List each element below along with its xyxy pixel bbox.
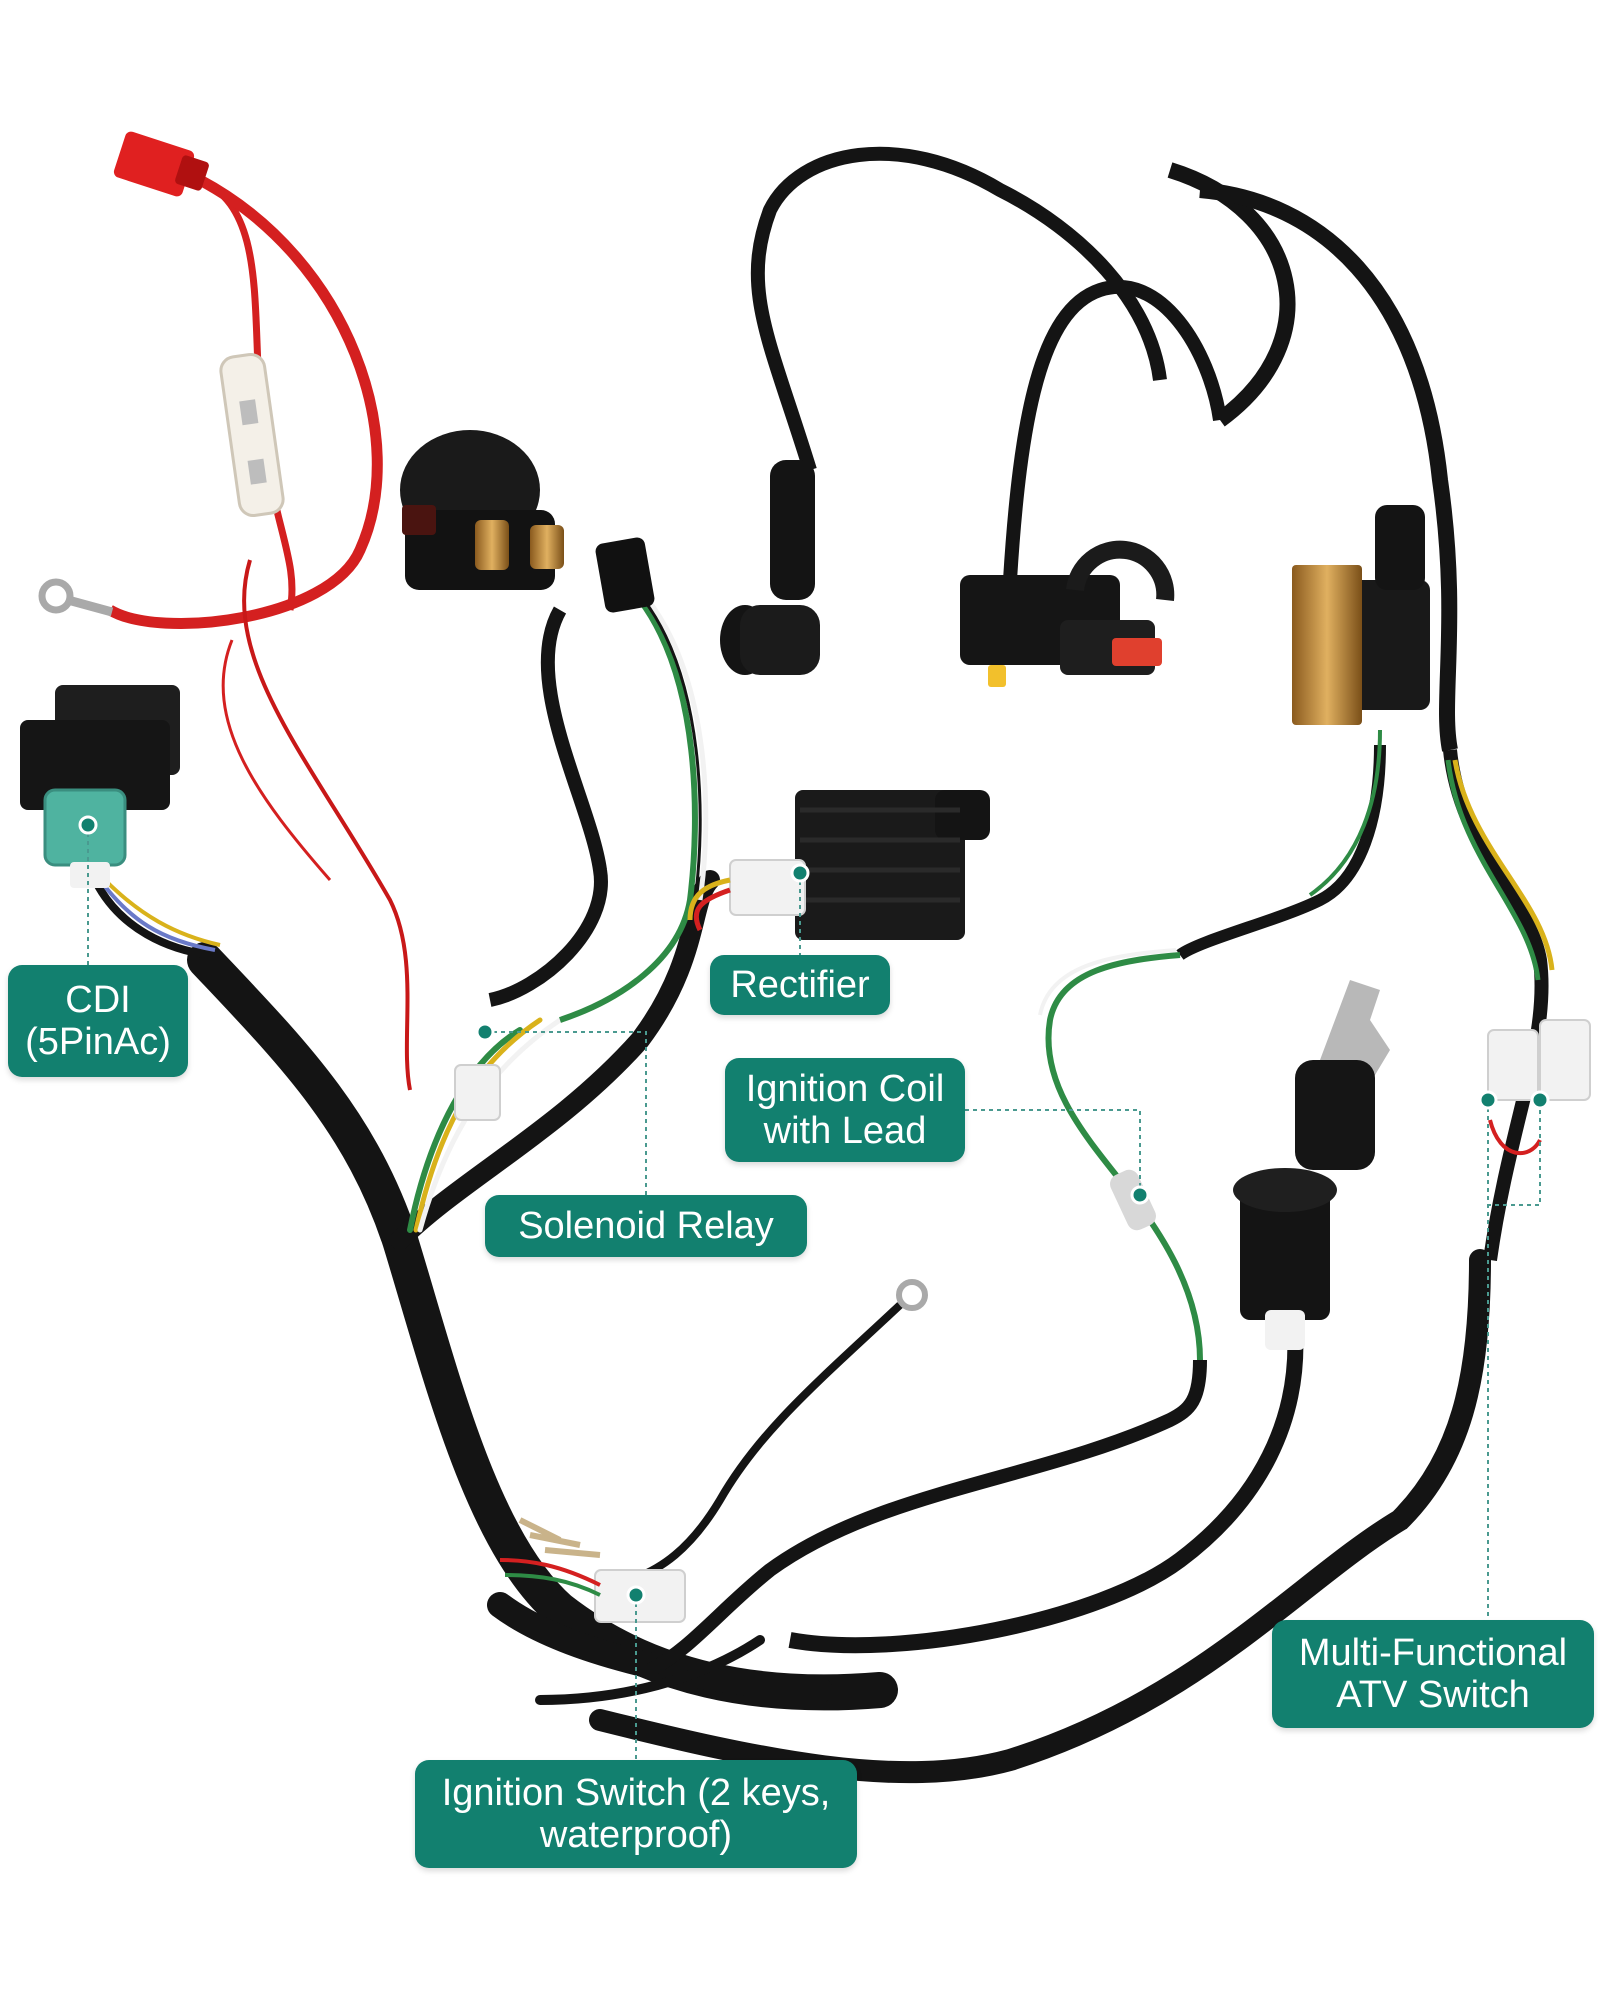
label-ignition-switch: Ignition Switch (2 keys, waterproof)	[415, 1760, 857, 1868]
ground-lead	[628, 1279, 928, 1584]
label-rectifier: Rectifier	[710, 955, 890, 1015]
cdi-unit	[20, 685, 221, 959]
label-atv-switch-line1: Multi-Functional	[1298, 1632, 1568, 1674]
label-atv-switch: Multi-Functional ATV Switch	[1272, 1620, 1594, 1728]
label-solenoid-relay-line1: Solenoid Relay	[518, 1205, 774, 1247]
label-ignition-switch-line2: waterproof)	[539, 1814, 733, 1856]
kill-switch	[960, 279, 1227, 687]
spark-plug-lead	[720, 146, 1167, 675]
atv-switch-wiring	[1443, 749, 1591, 1261]
red-battery-lead	[107, 175, 412, 1091]
label-cdi-line1: CDI	[65, 979, 131, 1021]
label-ignition-switch-line1: Ignition Switch (2 keys,	[441, 1772, 831, 1814]
leader-dots	[78, 815, 1550, 1605]
label-ignition-coil: Ignition Coil with Lead	[725, 1058, 965, 1162]
label-solenoid-relay: Solenoid Relay	[485, 1195, 807, 1257]
ring-terminal-left	[38, 578, 114, 617]
ignition-coil	[1167, 162, 1458, 961]
label-ignition-coil-line1: Ignition Coil	[745, 1068, 945, 1110]
label-cdi-line2: (5PinAc)	[25, 1021, 171, 1063]
fuse-holder	[219, 353, 285, 517]
key-switch	[788, 980, 1390, 1654]
red-connector	[113, 131, 209, 197]
leader-lines	[87, 825, 1541, 1760]
center-branch	[390, 870, 720, 1250]
rectifier-unit	[687, 790, 990, 940]
label-ignition-coil-line2: with Lead	[763, 1110, 927, 1152]
solenoid-relay	[400, 430, 709, 1023]
label-rectifier-line1: Rectifier	[730, 964, 870, 1006]
label-atv-switch-line2: ATV Switch	[1336, 1674, 1530, 1716]
label-cdi: CDI (5PinAc)	[8, 965, 188, 1077]
